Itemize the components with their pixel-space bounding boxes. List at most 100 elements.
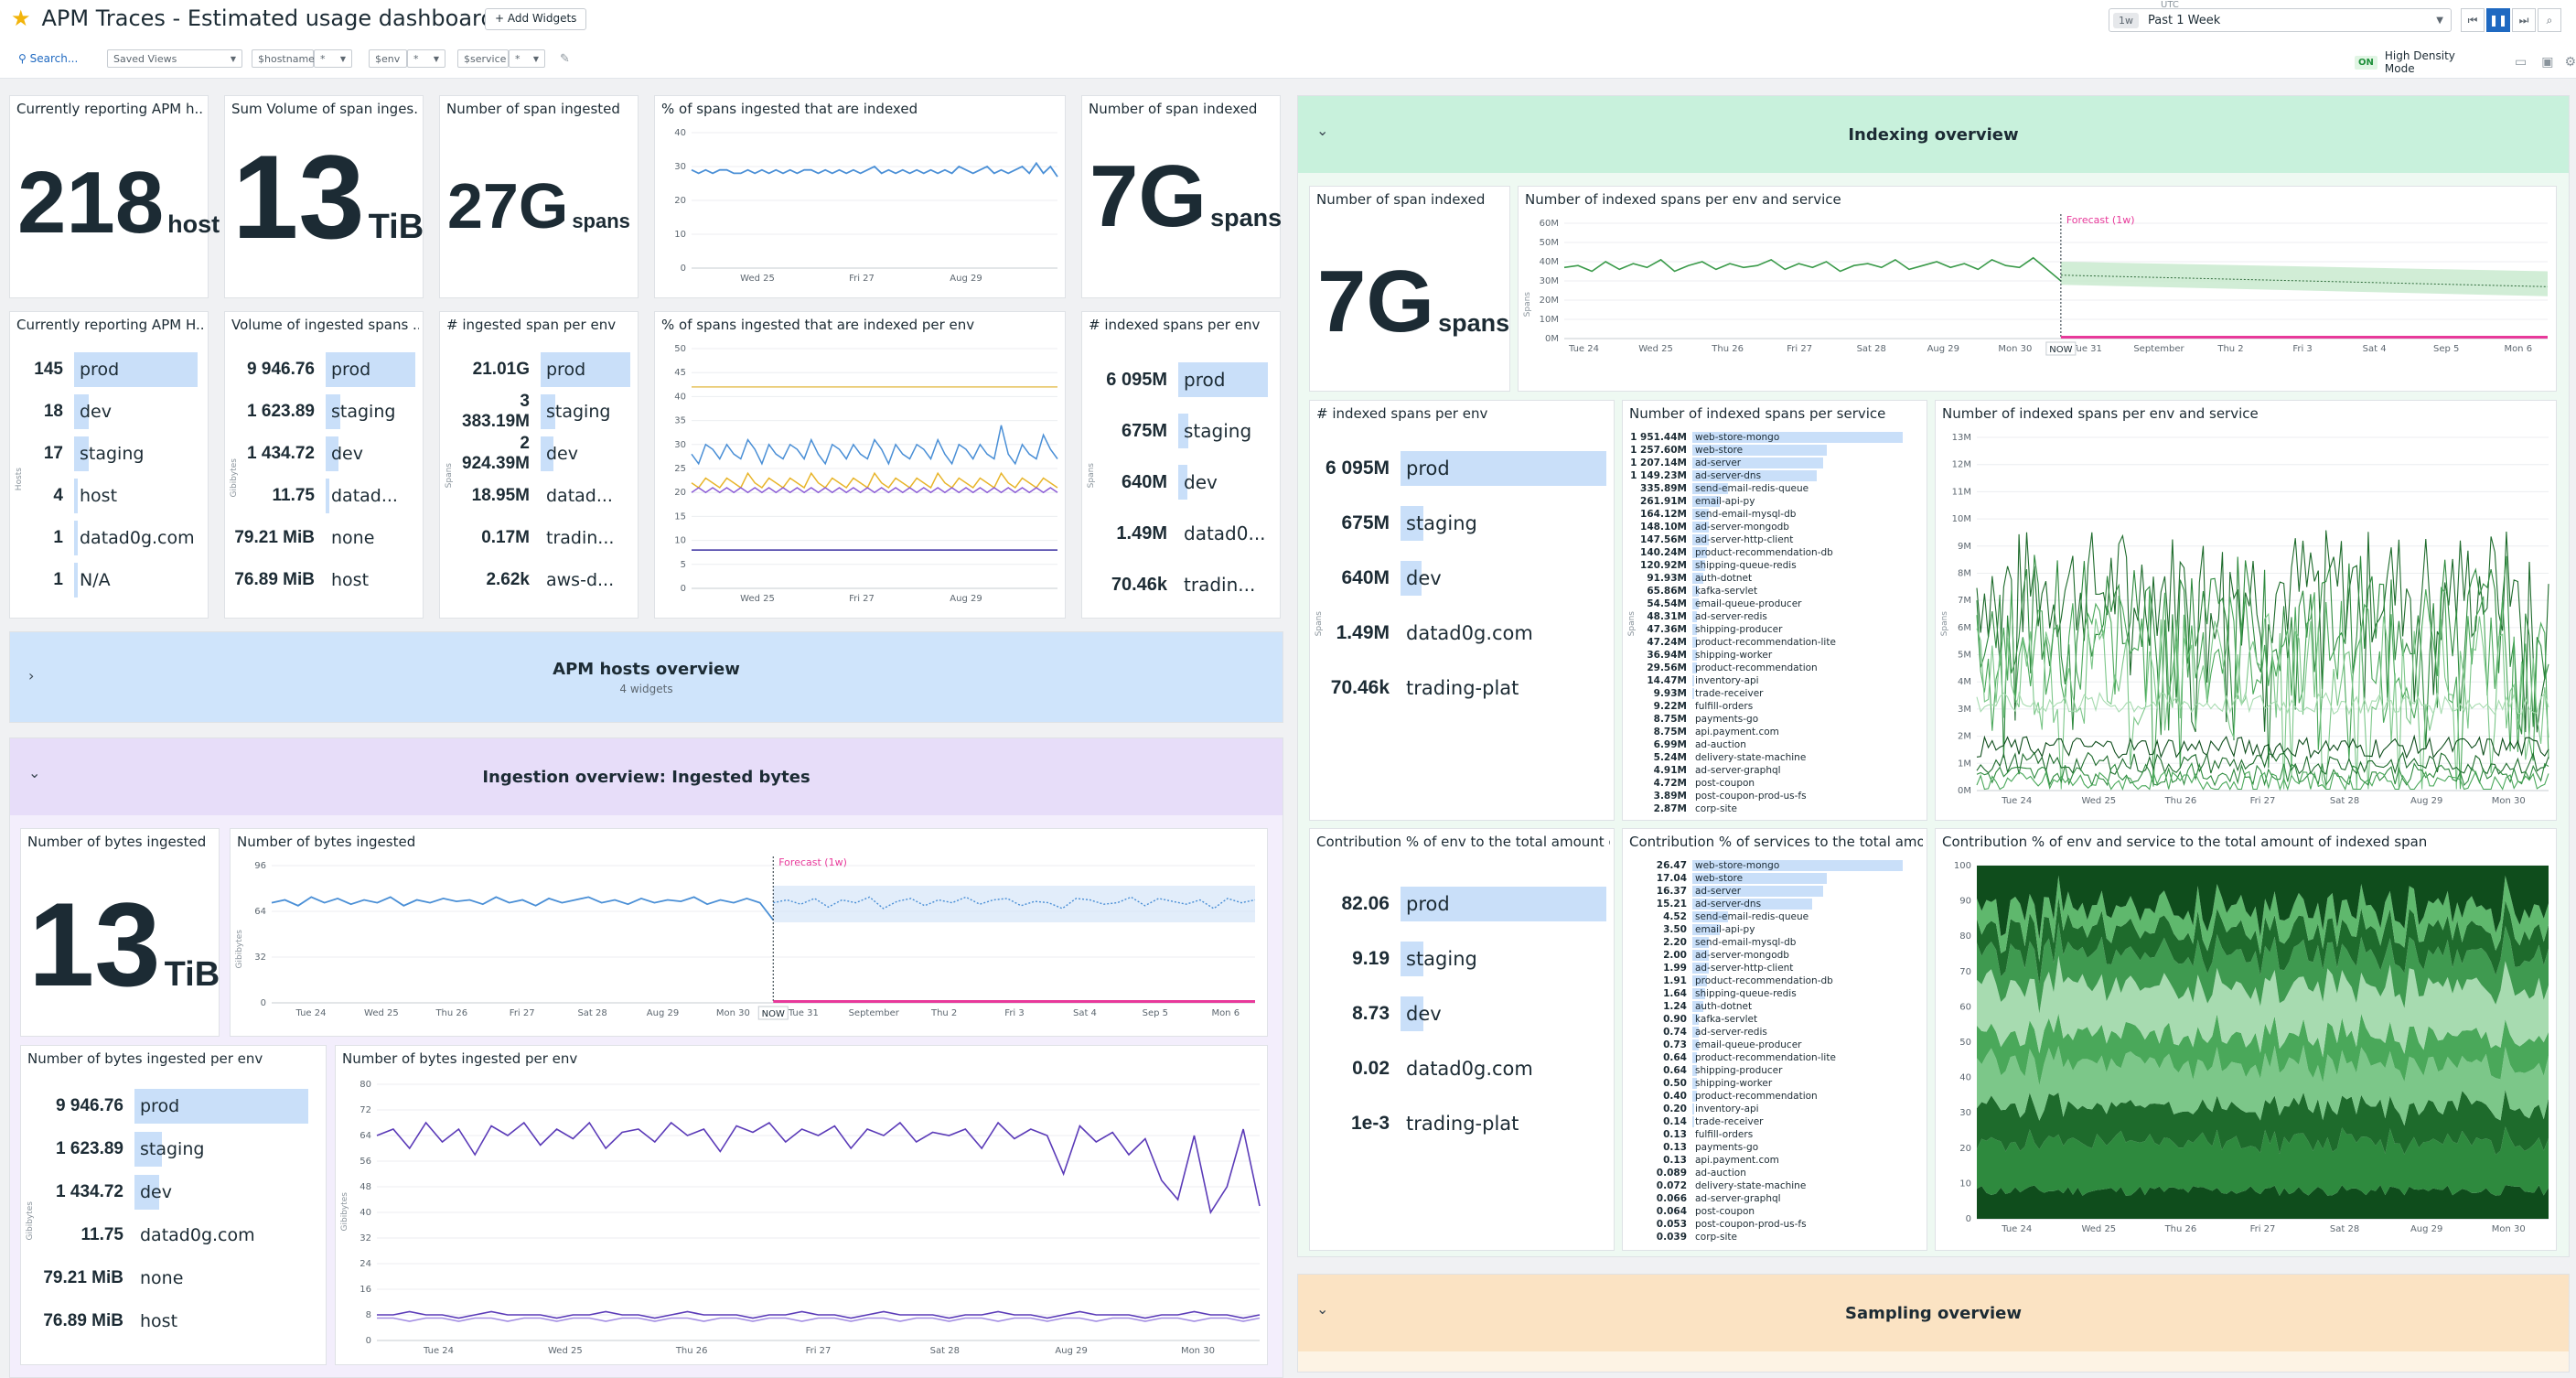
chevron-down-icon[interactable]: ⌄	[1316, 122, 1329, 139]
widget-indexed-per-service[interactable]: Number of indexed spans per service Span…	[1622, 400, 1927, 821]
widget-contrib-area[interactable]: Contribution % of env and service to the…	[1935, 828, 2557, 1251]
zoom-icon[interactable]: ⌕	[2538, 8, 2561, 32]
chevron-down-icon[interactable]: ⌄	[1316, 1300, 1329, 1318]
template-var-service[interactable]: $service*▼	[457, 49, 545, 68]
settings-gear-icon[interactable]: ⚙	[2564, 55, 2576, 70]
saved-views-select[interactable]: Saved Views▼	[107, 49, 242, 68]
step-forward-icon[interactable]: ⏭	[2512, 8, 2536, 32]
chevron-right-icon[interactable]: ›	[28, 667, 35, 684]
chevron-down-icon[interactable]: ⌄	[28, 764, 41, 781]
template-var-hostname[interactable]: $hostname*▼	[252, 49, 352, 68]
widget-contrib-service[interactable]: Contribution % of services to the total …	[1622, 828, 1927, 1251]
edit-variables-icon[interactable]: ✎	[560, 51, 570, 66]
keyboard-icon[interactable]: ▭	[2514, 55, 2528, 70]
add-widgets-button[interactable]: + Add Widgets	[485, 8, 587, 30]
search-input[interactable]: ⚲ Search...	[18, 49, 78, 68]
pause-icon[interactable]: ❚❚	[2486, 8, 2510, 32]
group-header[interactable]: ⌄ Sampling overview	[1298, 1275, 2569, 1351]
widget-indexed-env-service-ts[interactable]: Number of indexed spans per env and serv…	[1518, 186, 2557, 392]
step-back-icon[interactable]: ⏮	[2461, 8, 2485, 32]
group-header[interactable]: ⌄ Ingestion overview: Ingested bytes	[10, 738, 1283, 815]
widget-pct-indexed-per-env[interactable]: % of spans ingested that are indexed per…	[654, 311, 1066, 619]
tv-mode-icon[interactable]: ▣	[2541, 55, 2554, 70]
